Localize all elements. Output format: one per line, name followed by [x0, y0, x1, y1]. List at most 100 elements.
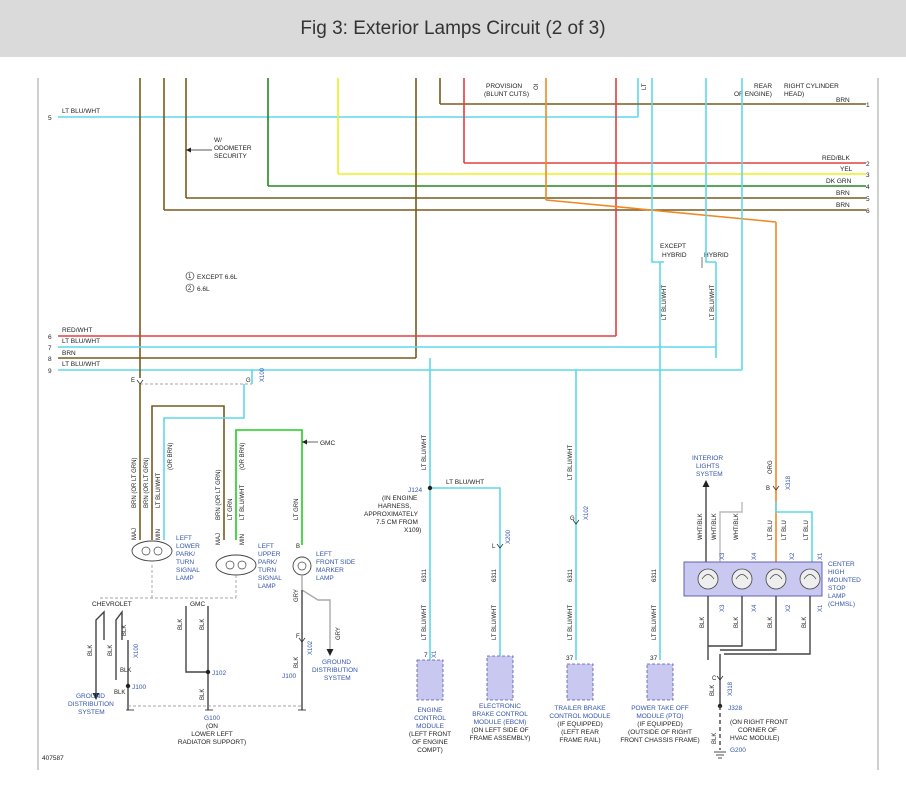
- label-x4-bottom: X4: [752, 604, 758, 612]
- pin-7-ecm: 7: [424, 652, 428, 659]
- label-x200: X200: [506, 529, 512, 544]
- ground-dist-2-l1: GROUND: [322, 659, 351, 666]
- left-lower-filament-1: [141, 546, 151, 556]
- ebcm-label-3: MODULE (EBCM): [474, 719, 527, 726]
- label-ltblu-1: LT BLU: [768, 520, 774, 540]
- ground-dist-arrow-1: [92, 693, 100, 700]
- legend-icon-1: [185, 271, 195, 281]
- note-provision: PROVISION: [486, 83, 522, 90]
- ground-dist-arrow-2: [326, 649, 334, 656]
- hybrid-split-right: [705, 250, 716, 263]
- label-blk-j100-2: BLK: [114, 690, 125, 696]
- x100-chevron-e: [136, 379, 144, 385]
- ground-dist-2-l3: SYSTEM: [324, 675, 351, 682]
- chmsl-whtblk-wire: [719, 502, 743, 562]
- label-x1-top: X1: [818, 552, 824, 560]
- label-chmsl-blk-1: BLK: [700, 617, 706, 628]
- marker-label-1: LEFT: [316, 551, 332, 558]
- wire-r5-label: BRN: [836, 190, 850, 197]
- label-ltbluwht-except: LT BLU/WHT: [662, 285, 668, 320]
- label-lt-grn-1: LT GRN: [228, 499, 234, 520]
- marker-label-4: LAMP: [316, 575, 334, 582]
- wiring-diagram: LT BLU/WHT 5 BRN 1 RED/BLK 2 YEL 3 DK GR…: [37, 78, 879, 770]
- wire-r1-label: BRN: [836, 97, 850, 104]
- trailer-label-1: TRAILER BRAKE: [554, 705, 606, 712]
- label-trailer-ltbluwht-bottom: LT BLU/WHT: [568, 605, 574, 640]
- ecm-module: [416, 659, 444, 701]
- label-g100: G100: [204, 715, 220, 722]
- label-lt-grn-2: LT GRN: [294, 499, 300, 520]
- label-blk-g2: BLK: [200, 619, 206, 630]
- label-ecm-ltbluwht-bottom: LT BLU/WHT: [422, 605, 428, 640]
- label-blk-c1: BLK: [88, 645, 94, 656]
- chmsl-label-2: HIGH: [828, 569, 845, 576]
- label-whtblk-3: WHT/BLK: [734, 513, 740, 540]
- note-lt: LT: [642, 83, 648, 90]
- pin-r5: 5: [866, 196, 870, 203]
- note-blunt-cuts: (BLUNT CUTS): [484, 91, 529, 98]
- label-chmsl-blk-4: BLK: [802, 617, 808, 628]
- ground-symbol-g200: [714, 751, 726, 759]
- ebcm-label-4: (ON LEFT SIDE OF: [471, 727, 528, 734]
- legend-num-1: 1: [188, 274, 192, 280]
- wire-org-diag: [545, 199, 777, 223]
- label-min-2: MIN: [240, 534, 246, 545]
- label-x318-bottom: X318: [728, 681, 734, 696]
- label-lt-blu-wht-lower: LT BLU/WHT: [156, 473, 162, 508]
- label-chmsl-blk-3: BLK: [768, 617, 774, 628]
- pin-r4: 4: [866, 184, 870, 191]
- label-x3-top: X3: [720, 552, 726, 560]
- connector-x102: [572, 519, 580, 525]
- pin-g: G: [570, 516, 575, 522]
- pin-r1: 1: [866, 102, 870, 109]
- label-lt-blu-wht-upper: LT BLU/WHT: [240, 485, 246, 520]
- label-ebcm-6311: 6311: [492, 568, 498, 582]
- label-pto-6311: 6311: [652, 568, 658, 582]
- label-or-brn-1: (OR BRN): [168, 443, 174, 470]
- label-chevrolet: CHEVROLET: [92, 601, 132, 608]
- j124-note-2: HARNESS,: [378, 503, 411, 510]
- note-oi: OI: [534, 83, 540, 90]
- label-brn-or-ltgrn-1: BRN (OR LT GRN): [132, 458, 138, 508]
- legend-num-2: 2: [188, 286, 192, 292]
- pto-label-1: POWER TAKE OFF: [631, 705, 689, 712]
- figure-header: Fig 3: Exterior Lamps Circuit (2 of 3): [0, 0, 906, 57]
- j124-note-4: 7.5 CM FROM: [376, 519, 418, 526]
- label-blk-j100: BLK: [120, 668, 131, 674]
- chmsl-pin-c: C: [712, 676, 717, 682]
- connector-x318-top: [772, 485, 780, 491]
- label-blk-g3: BLK: [200, 689, 206, 700]
- label-brn-or-ltgrn-3: BRN (OR LT GRN): [216, 470, 222, 520]
- chevy-blk-wire-2: [115, 609, 123, 680]
- label-blk-g200: BLK: [712, 733, 718, 744]
- pto-module: [646, 663, 674, 701]
- label-j100-b: J100: [282, 673, 296, 680]
- ground-dist-2-l2: DISTRIBUTION: [312, 667, 358, 674]
- wire-r3-label: YEL: [840, 166, 853, 173]
- figure-title: Fig 3: Exterior Lamps Circuit (2 of 3): [300, 18, 606, 39]
- left-lower-label-6: LAMP: [176, 575, 194, 582]
- label-pto-ltbluwht: LT BLU/WHT: [652, 605, 658, 640]
- left-side-marker-lamp: [292, 556, 312, 576]
- chmsl-bulbs: [697, 568, 821, 590]
- marker-gry-wire: [301, 575, 331, 650]
- pin-37-trailer: 37: [566, 655, 574, 662]
- left-side-marker-filament: [297, 561, 307, 571]
- label-x1-ecm: X1: [432, 650, 438, 658]
- ecm-label-4: (LEFT FRONT: [409, 731, 451, 738]
- label-chmsl-blk-2: BLK: [734, 617, 740, 628]
- trailer-label-2: CONTROL MODULE: [549, 713, 611, 720]
- ecm-label-6: COMPT): [417, 747, 443, 754]
- wire-r2-label: RED/BLK: [822, 155, 850, 162]
- label-j100-a: J100: [132, 684, 146, 691]
- label-x1-bottom: X1: [818, 604, 824, 612]
- pin-r2: 2: [866, 161, 870, 168]
- label-j102: J102: [212, 670, 226, 677]
- label-x102-marker: X102: [308, 640, 314, 655]
- chmsl-label-6: (CHMSL): [828, 601, 855, 608]
- left-upper-label-5: SIGNAL: [258, 575, 282, 582]
- chevy-blk-wire-1: [95, 610, 105, 660]
- figure-id: 407587: [42, 755, 64, 762]
- pin-37-pto: 37: [650, 655, 658, 662]
- label-min-1: MIN: [156, 529, 162, 540]
